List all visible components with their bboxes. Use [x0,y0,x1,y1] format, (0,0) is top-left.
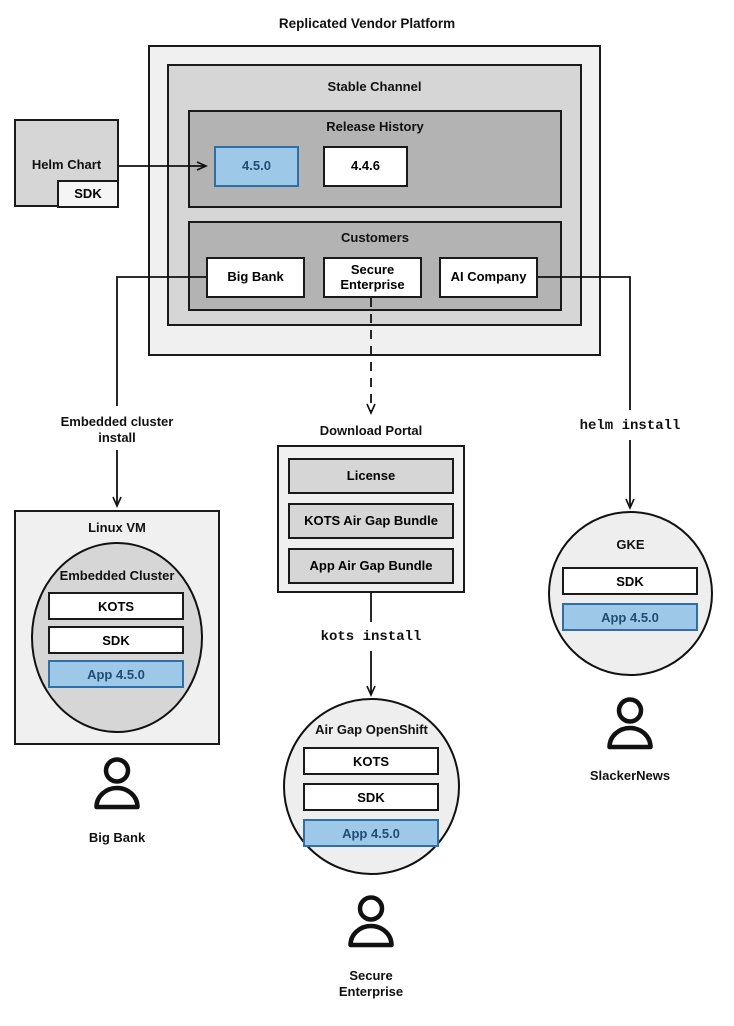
slackernews-user-label: SlackerNews [589,768,671,783]
helm-chart-label: Helm Chart [31,157,102,172]
linux-vm-component-sdk[interactable]: SDK [48,626,184,654]
release-4-4-6[interactable]: 4.4.6 [323,146,408,187]
air-gap-openshift-title: Air Gap OpenShift [315,722,428,737]
download-portal-artifact-app-air-gap-bundle[interactable]: App Air Gap Bundle [288,548,454,584]
embedded-cluster-title: Embedded Cluster [59,568,175,583]
release-history-title: Release History [326,119,424,134]
gke-title: GKE [616,537,645,552]
secure-enterprise-user-line1: Secure [349,968,393,983]
kots-install-label: kots install [320,629,422,645]
helm-chart-sdk-box[interactable]: SDK [57,180,119,208]
helm-install-label: helm install [579,418,681,434]
secure-enterprise-user-line2: Enterprise [338,984,404,1000]
customer-secure-enterprise-line1: Secure [350,261,395,277]
linux-vm-component-kots[interactable]: KOTS [48,592,184,620]
slackernews-person-icon [607,697,653,750]
linux-vm-title: Linux VM [88,520,146,535]
air-gap-component-app[interactable]: App 4.5.0 [303,819,439,847]
download-portal-artifact-kots-air-gap-bundle[interactable]: KOTS Air Gap Bundle [288,503,454,539]
download-portal-artifact-license[interactable]: License [288,458,454,494]
embedded-cluster-install-label: Embedded cluster install [42,414,192,447]
big-bank-user-label: Big Bank [88,830,146,845]
linux-vm-component-app[interactable]: App 4.5.0 [48,660,184,688]
air-gap-component-sdk[interactable]: SDK [303,783,439,811]
air-gap-component-kots[interactable]: KOTS [303,747,439,775]
embedded-cluster-install-line1: Embedded cluster [60,414,174,429]
customer-secure-enterprise[interactable]: Secure Enterprise [323,257,422,298]
big-bank-person-icon [94,757,140,810]
release-4-5-0[interactable]: 4.5.0 [214,146,299,187]
secure-enterprise-person-icon [348,895,394,948]
page-title: Replicated Vendor Platform [278,16,456,31]
customer-secure-enterprise-line2: Enterprise [340,276,405,292]
gke-component-app[interactable]: App 4.5.0 [562,603,698,631]
stable-channel-title: Stable Channel [327,79,422,94]
secure-enterprise-user-label: Secure Enterprise [311,968,431,1001]
gke-component-sdk[interactable]: SDK [562,567,698,595]
customers-title: Customers [341,230,409,245]
embedded-cluster-install-line2: install [98,430,136,446]
customer-ai-company[interactable]: AI Company [439,257,538,298]
customer-big-bank[interactable]: Big Bank [206,257,305,298]
download-portal-title: Download Portal [319,423,423,438]
